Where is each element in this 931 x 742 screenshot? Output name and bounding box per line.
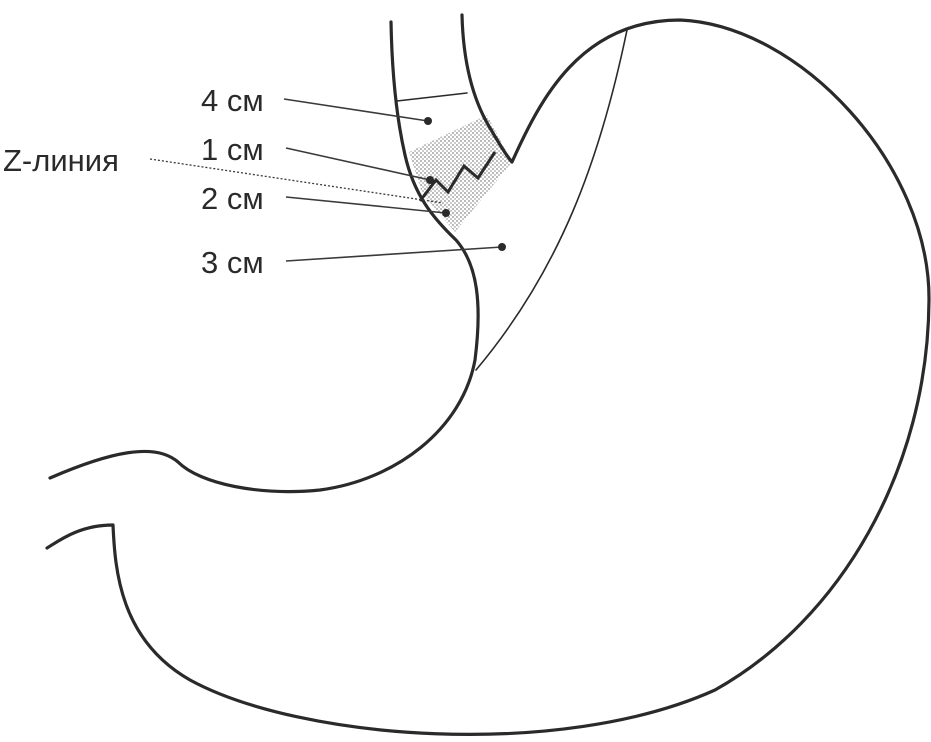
dot-3cm xyxy=(498,243,506,251)
dot-1cm xyxy=(426,176,434,184)
esophagus-left-wall xyxy=(50,22,478,492)
label-3cm: 3 см xyxy=(201,245,264,280)
leader-zline xyxy=(150,159,443,203)
esophagus-right-wall xyxy=(47,15,929,734)
esophagus-4cm-line xyxy=(397,93,467,101)
label-1cm: 1 см xyxy=(201,132,264,167)
dot-4cm xyxy=(424,117,432,125)
dot-2cm xyxy=(442,209,450,217)
label-4cm: 4 см xyxy=(201,83,264,118)
label-2cm: 2 см xyxy=(201,181,264,216)
label-zline: Z-линия xyxy=(3,143,119,178)
leader-4cm xyxy=(284,99,428,121)
cardia-boundary-line xyxy=(476,30,627,370)
